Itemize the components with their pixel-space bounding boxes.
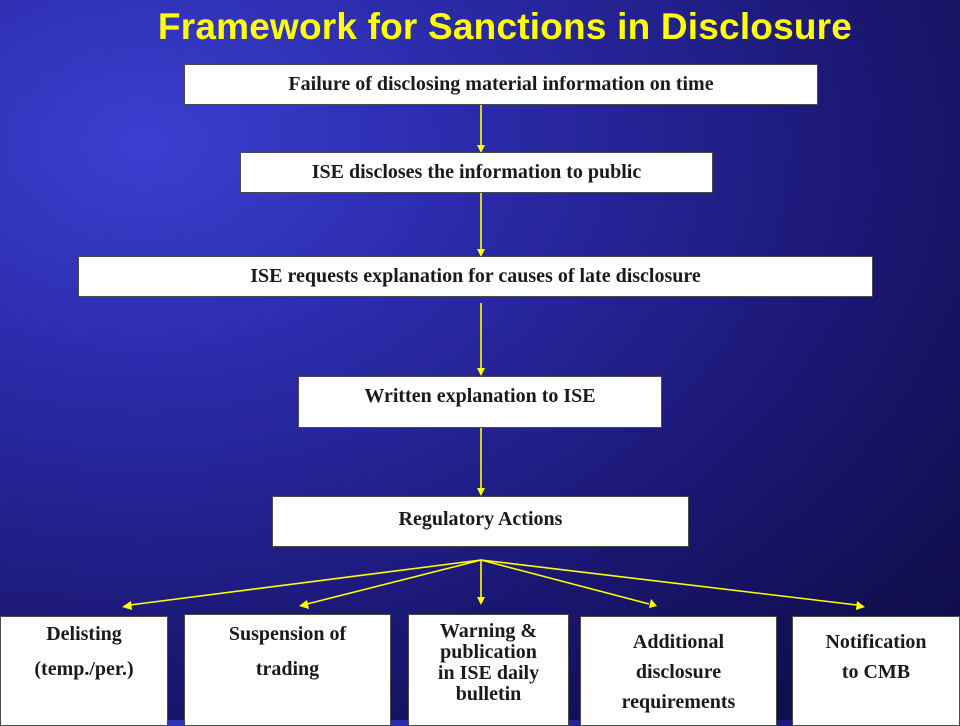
outcome-additional-box: Additional disclosure requirements bbox=[580, 616, 777, 726]
arrowhead-notification bbox=[856, 601, 865, 610]
step-failure-box: Failure of disclosing material informati… bbox=[184, 64, 818, 105]
arrowhead-suspension bbox=[299, 600, 309, 609]
outcome-suspension-line2: trading bbox=[255, 658, 320, 680]
outcome-delisting-box: Delisting (temp./per.) bbox=[0, 616, 168, 726]
outcome-warning-line1: Warning & bbox=[439, 620, 538, 642]
branch-notification bbox=[480, 559, 858, 606]
arrowhead-additional bbox=[649, 599, 657, 608]
branch-suspension bbox=[306, 559, 482, 605]
outcome-warning-line2: publication bbox=[440, 641, 537, 663]
page-title: Framework for Sanctions in Disclosure bbox=[157, 6, 853, 47]
step-regulatory-actions-label: Regulatory Actions bbox=[398, 508, 563, 530]
step-written-explanation-label: Written explanation to ISE bbox=[364, 385, 596, 407]
arrowhead-4-5 bbox=[477, 488, 485, 496]
outcome-additional-line2: disclosure bbox=[635, 661, 722, 683]
outcome-warning-box: Warning & publication in ISE daily bulle… bbox=[408, 614, 569, 726]
step-failure-label: Failure of disclosing material informati… bbox=[288, 73, 714, 95]
branch-additional bbox=[480, 559, 650, 605]
step-written-explanation-box: Written explanation to ISE bbox=[298, 376, 662, 428]
outcome-notification-line1: Notification bbox=[825, 631, 927, 653]
branch-delisting bbox=[129, 559, 482, 606]
step-ise-requests-label: ISE requests explanation for causes of l… bbox=[250, 265, 701, 287]
step-ise-discloses-label: ISE discloses the information to public bbox=[311, 161, 642, 183]
outcome-notification-box: Notification to CMB bbox=[792, 616, 960, 726]
step-ise-requests-box: ISE requests explanation for causes of l… bbox=[78, 256, 873, 297]
outcome-suspension-line1: Suspension of bbox=[228, 623, 347, 645]
outcome-notification-line2: to CMB bbox=[841, 661, 911, 683]
step-ise-discloses-box: ISE discloses the information to public bbox=[240, 152, 713, 193]
arrowhead-3-4 bbox=[477, 368, 485, 376]
outcome-delisting-line2: (temp./per.) bbox=[34, 658, 134, 680]
outcome-additional-line3: requirements bbox=[621, 691, 736, 713]
arrowhead-delisting bbox=[122, 601, 132, 610]
outcome-suspension-box: Suspension of trading bbox=[184, 614, 391, 726]
arrowhead-warning bbox=[477, 597, 485, 605]
outcome-warning-line3: in ISE daily bbox=[437, 662, 540, 684]
step-regulatory-actions-box: Regulatory Actions bbox=[272, 496, 689, 547]
outcome-additional-line1: Additional bbox=[632, 631, 725, 653]
outcome-delisting-line1: Delisting bbox=[46, 623, 122, 645]
outcome-warning-line4: bulletin bbox=[455, 683, 522, 705]
